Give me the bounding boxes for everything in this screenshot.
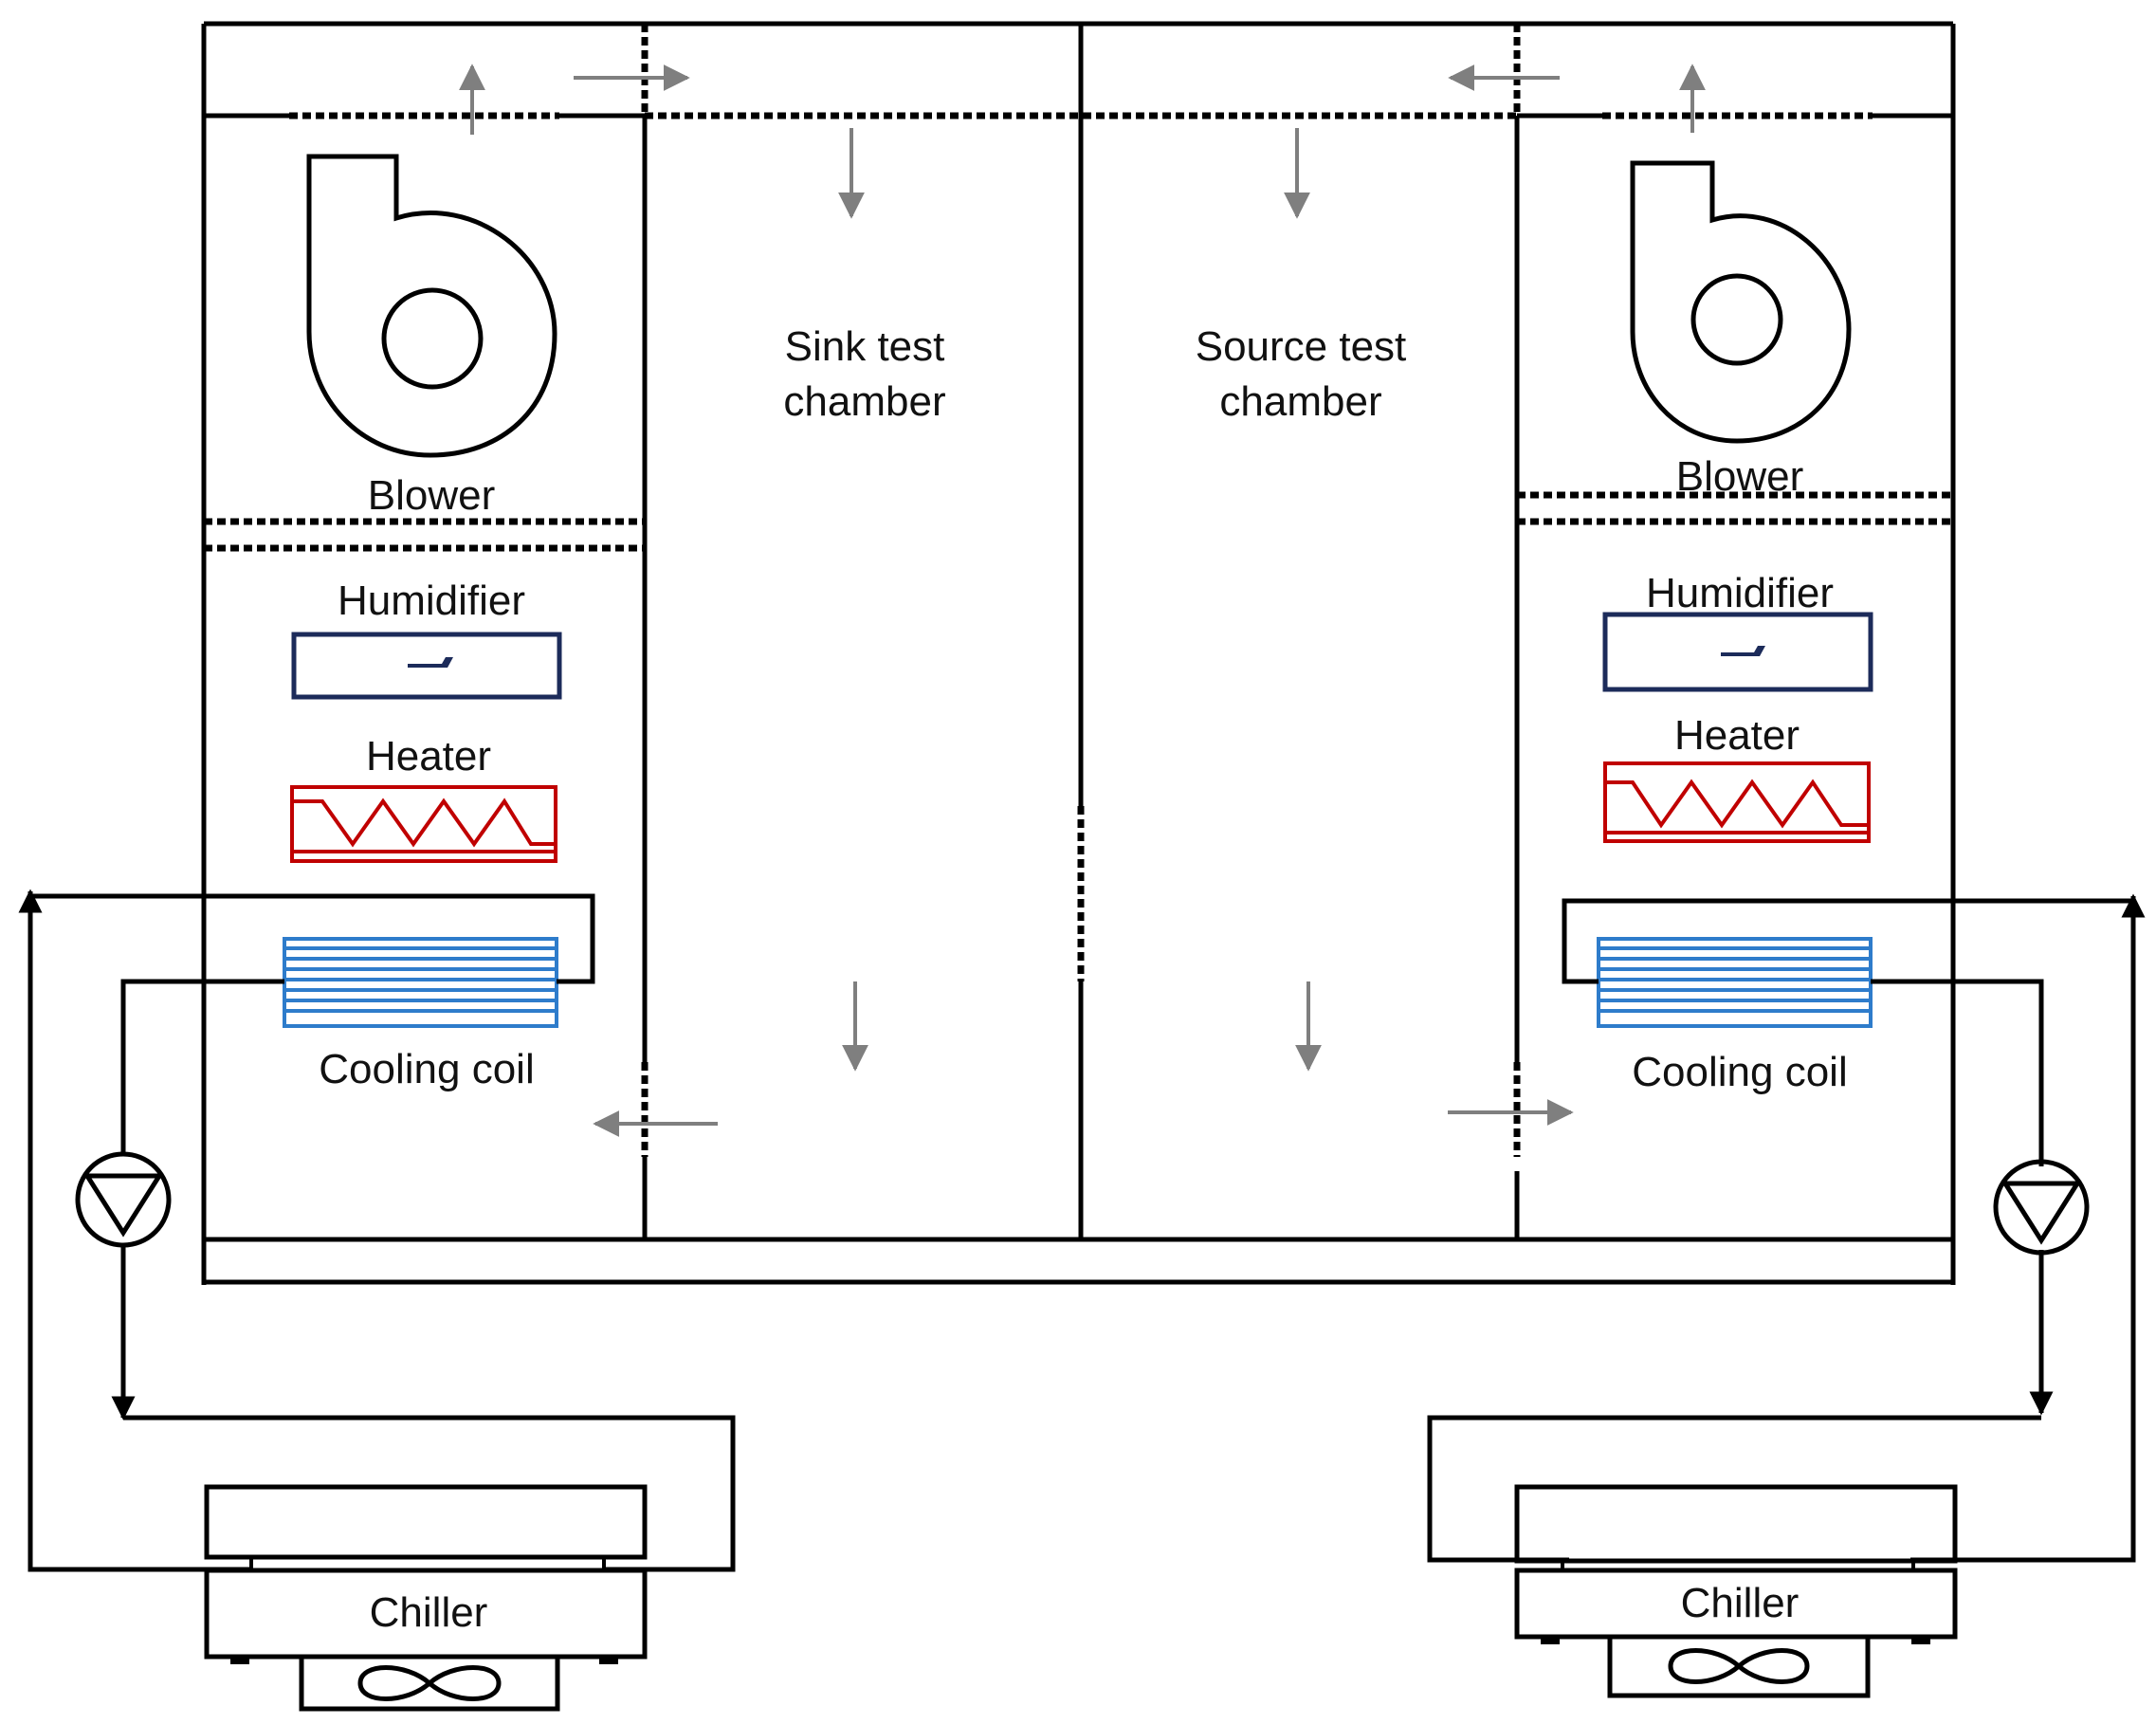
cooling-coil-icon	[1597, 937, 1873, 1028]
airflow-arrows	[459, 64, 1706, 1137]
chiller-fan-icon	[1668, 1648, 1810, 1684]
chiller-label-right: Chiller	[1681, 1580, 1800, 1626]
heater-icon	[1603, 761, 1871, 843]
chiller-fan-icon	[357, 1665, 502, 1701]
humidifier-label-right: Humidifier	[1646, 570, 1834, 616]
cooling-coil-label-right: Cooling coil	[1632, 1049, 1847, 1095]
humidifier-icon	[291, 632, 562, 700]
blower-label-left: Blower	[368, 472, 496, 519]
chamber-structure	[201, 21, 1956, 1285]
chiller-left: Chiller	[204, 1484, 648, 1712]
blower-icon	[1630, 160, 1852, 444]
blower-icon	[306, 154, 557, 458]
sink-chamber-label-line2: chamber	[783, 378, 945, 425]
source-chamber-label-line1: Source test	[1196, 323, 1407, 370]
right-water-loop: Chiller	[1427, 893, 2146, 1698]
cooling-coil-icon	[283, 937, 558, 1028]
chiller-right: Chiller	[1514, 1484, 1958, 1698]
left-air-handler: Blower Humidifier Heater Cooling coil	[283, 154, 562, 1092]
heater-label-right: Heater	[1674, 712, 1800, 759]
left-water-loop: Chiller	[18, 889, 736, 1712]
blower-label-right: Blower	[1676, 453, 1804, 500]
humidifier-label-left: Humidifier	[338, 578, 525, 624]
cooling-coil-label-left: Cooling coil	[319, 1046, 534, 1092]
chiller-label-left: Chiller	[370, 1589, 488, 1636]
sink-chamber-label-line1: Sink test	[785, 323, 945, 370]
right-air-handler: Blower Humidifier Heater Cooling coil	[1597, 160, 1873, 1095]
pump-icon	[1993, 1159, 2090, 1256]
heater-icon	[290, 785, 557, 863]
heater-label-left: Heater	[366, 733, 491, 779]
humidifier-icon	[1602, 612, 1873, 692]
source-chamber-label-line2: chamber	[1219, 378, 1381, 425]
pump-icon	[75, 1151, 172, 1248]
